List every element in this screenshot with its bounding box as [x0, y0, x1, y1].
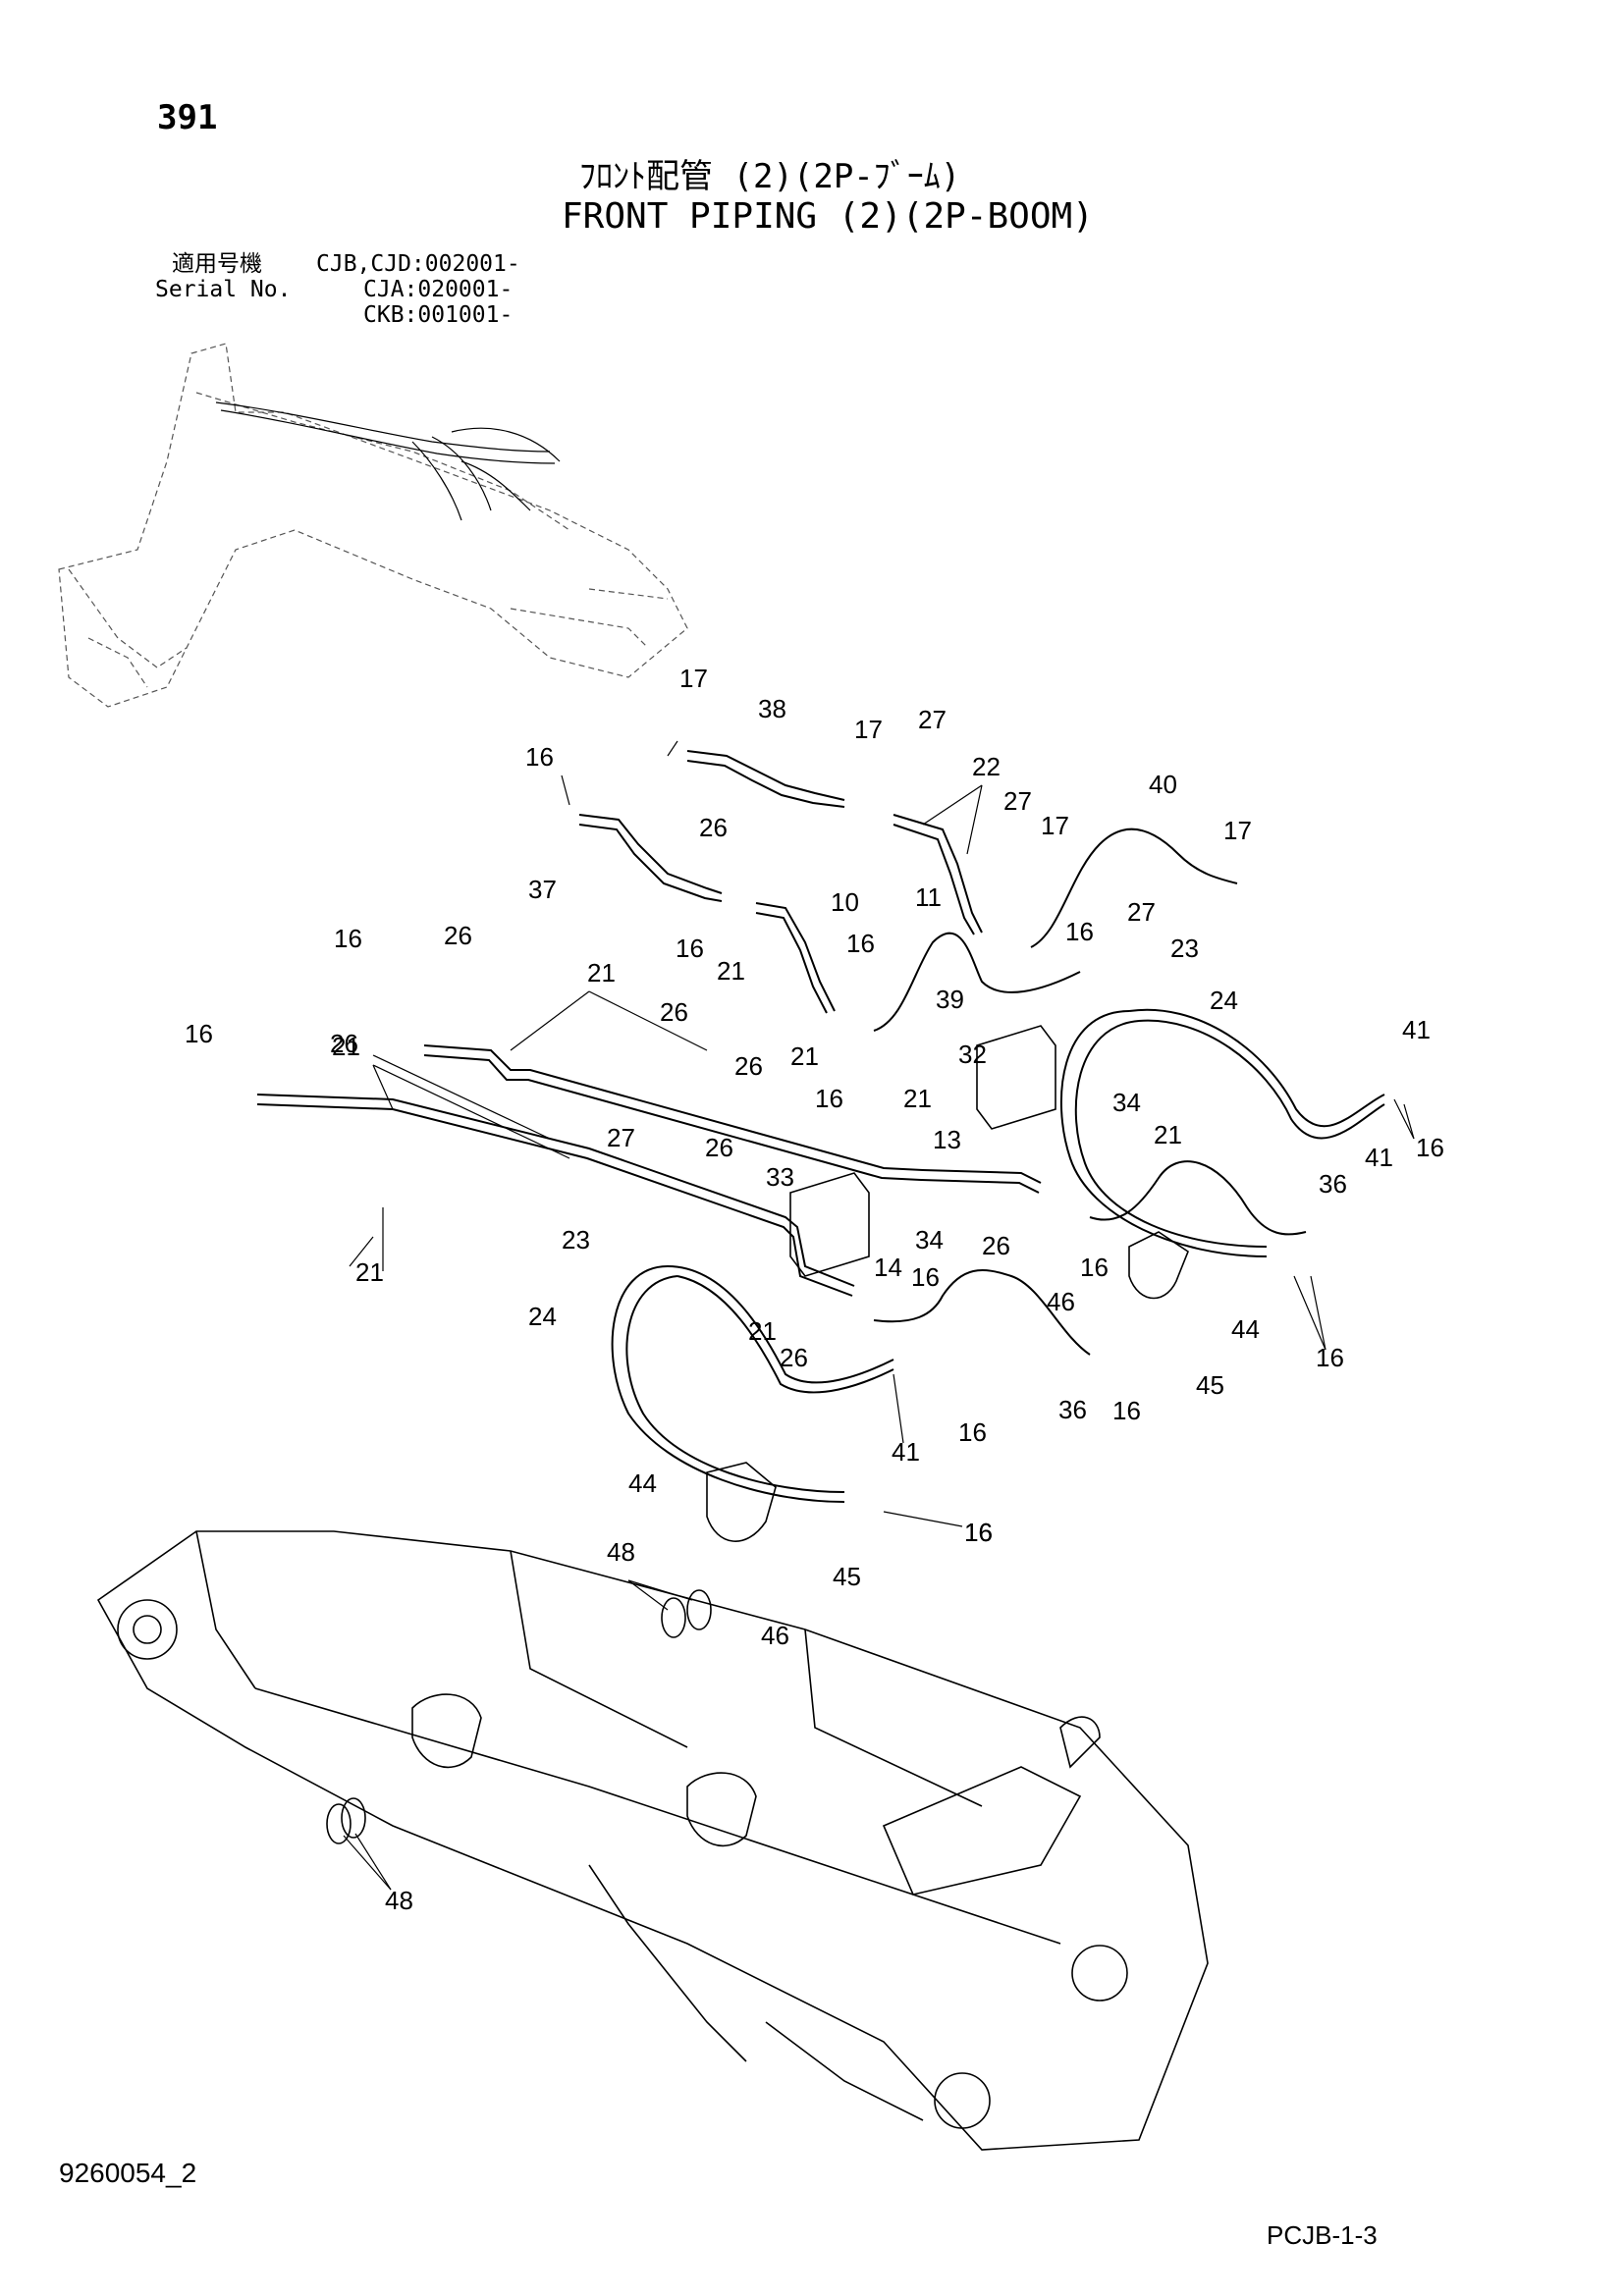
callout-16-g: 16: [1416, 1133, 1444, 1162]
callout-24-b: 24: [528, 1302, 557, 1331]
callout-40: 40: [1149, 770, 1177, 799]
callout-21-g: 21: [355, 1257, 384, 1287]
callout-16-l: 16: [958, 1417, 987, 1447]
callout-34-b: 34: [915, 1225, 944, 1255]
callout-26-i: 26: [780, 1343, 808, 1372]
serial-range-2: CJA:020001-: [363, 277, 514, 302]
callout-13: 13: [933, 1125, 961, 1154]
callout-26-f: 16: [815, 1084, 843, 1113]
callout-16-f: 16: [185, 1019, 213, 1048]
callout-41-c: 41: [892, 1437, 920, 1467]
callout-16-n: 16: [964, 1518, 993, 1547]
callout-33: 33: [766, 1162, 794, 1192]
callout-45-a: 45: [1196, 1370, 1224, 1400]
callout-16-c: 16: [334, 924, 362, 953]
callout-16-i: 16: [911, 1262, 940, 1292]
callout-27-c: 27: [1127, 897, 1156, 927]
serial-range-3: CKB:001001-: [363, 302, 514, 328]
callout-16-k: 16: [1112, 1396, 1141, 1425]
piping-assembly: [256, 750, 1385, 1844]
serial-label-japanese: 適用号機: [172, 251, 262, 277]
drawing-id: 9260054_2: [59, 2158, 197, 2188]
callout-16-h: 16: [1080, 1253, 1109, 1282]
callout-16-j: 16: [1316, 1343, 1344, 1372]
callout-38: 38: [758, 694, 786, 723]
callout-17-a: 17: [679, 664, 708, 693]
callout-16-d: 16: [676, 934, 704, 963]
callout-27-a: 27: [918, 705, 947, 734]
callout-16-a: 16: [525, 742, 554, 772]
serial-label-english: Serial No.: [155, 277, 292, 302]
callout-36-a: 36: [1319, 1169, 1347, 1199]
callout-26-a: 26: [699, 813, 728, 842]
page-code: PCJB-1-3: [1267, 2220, 1378, 2250]
callout-45-b: 45: [833, 1562, 861, 1591]
overview-inset: [58, 343, 688, 708]
callout-21-b: 21: [587, 958, 616, 988]
callout-21-c: 21: [790, 1041, 819, 1071]
callout-27-b: 27: [1003, 786, 1032, 816]
title-japanese: ﾌﾛﾝﾄ配管 (2)(2P-ﾌﾞｰﾑ): [579, 157, 961, 196]
title-english: FRONT PIPING (2)(2P-BOOM): [562, 196, 1094, 237]
callout-17-d: 17: [1223, 816, 1252, 845]
callout-26-c: 26: [660, 997, 688, 1027]
serial-range-1: CJB,CJD:002001-: [316, 251, 520, 277]
boom-body: [96, 1530, 1209, 2151]
callout-24-a: 24: [1210, 986, 1238, 1015]
callout-11: 11: [915, 882, 942, 912]
callout-26-d: 26: [734, 1051, 763, 1081]
callout-16-m: 16: [964, 1518, 993, 1547]
callout-36-b: 36: [1058, 1395, 1087, 1424]
callout-labels: 17 38 17 27 22 16 27 17 40 17 26 37 10 1…: [185, 664, 1444, 1915]
callout-39: 39: [936, 985, 964, 1014]
callout-32: 32: [958, 1040, 987, 1069]
callout-48-a: 48: [607, 1537, 635, 1567]
callout-46-b: 46: [761, 1621, 789, 1650]
leader-lines: [343, 740, 1415, 1891]
callout-14: 14: [874, 1253, 902, 1282]
callout-44-b: 44: [628, 1468, 657, 1498]
callout-21-d: 21: [332, 1032, 360, 1061]
callout-26-h: 26: [982, 1231, 1010, 1260]
callout-16-b: 16: [1065, 917, 1094, 946]
callout-10: 10: [831, 887, 859, 917]
callout-23-a: 23: [1170, 934, 1199, 963]
callout-44-a: 44: [1231, 1314, 1260, 1344]
callout-17-c: 17: [1041, 811, 1069, 840]
callout-21-h: 21: [748, 1316, 777, 1346]
callout-26-b: 26: [444, 921, 472, 950]
callout-21-f: 21: [1154, 1120, 1182, 1149]
callout-41-a: 41: [1402, 1015, 1431, 1044]
callout-34-a: 34: [1112, 1088, 1141, 1117]
callout-37: 37: [528, 875, 557, 904]
callout-48-b: 48: [385, 1886, 413, 1915]
callout-23-b: 23: [562, 1225, 590, 1255]
callout-21-a: 21: [717, 956, 745, 986]
callout-26-g: 26: [705, 1133, 733, 1162]
callout-21-e: 21: [903, 1084, 932, 1113]
callout-27-d: 27: [607, 1123, 635, 1152]
callout-46-a: 46: [1047, 1287, 1075, 1316]
page-number: 391: [157, 98, 218, 137]
callout-22: 22: [972, 752, 1001, 781]
callout-17-b: 17: [854, 715, 883, 744]
callout-26-e: 26: [330, 1029, 358, 1058]
callout-41-b: 41: [1365, 1143, 1393, 1172]
callout-16-e: 16: [846, 929, 875, 958]
